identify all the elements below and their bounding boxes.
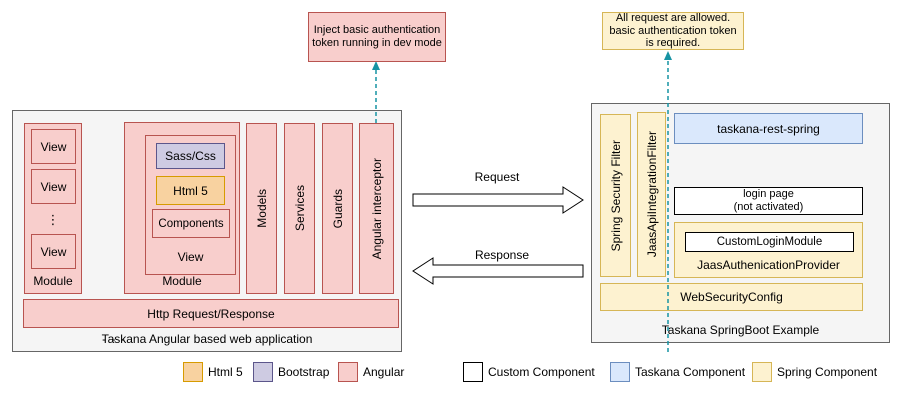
spring-security-filter-bar: Spring Security Filter [600, 114, 631, 277]
springboot-note-arrowhead [664, 51, 672, 60]
angular-module-1: View View ⋮ View Module [24, 123, 82, 294]
module-label: Module [162, 274, 202, 288]
web-security-config-box: WebSecurityConfig [600, 283, 863, 311]
taskana-component-swatch [610, 362, 630, 382]
angular-swatch [338, 362, 358, 382]
dev-mode-note: Inject basic authentication token runnin… [308, 12, 446, 62]
view-box: View [31, 234, 76, 269]
custom-component-swatch [463, 362, 483, 382]
guards-label: Guards [330, 188, 345, 229]
response-label: Response [474, 248, 530, 262]
models-label: Models [254, 189, 269, 228]
sass-css-box: Sass/Css [156, 143, 225, 169]
legend-label: Taskana Component [635, 365, 746, 379]
legend-label: Bootstrap [278, 365, 330, 379]
auth-required-note: All request are allowed. basic authentic… [602, 12, 744, 50]
view-box: View [31, 169, 76, 204]
legend-item-angular: Angular [338, 361, 404, 383]
spring-security-filter-label: Spring Security Filter [608, 139, 623, 252]
login-page-line1: login page [743, 187, 794, 200]
springboot-container: Spring Security Filter JaasApiIntegratio… [591, 103, 890, 343]
services-bar: Services [284, 123, 315, 294]
legend-item-spring: Spring Component [752, 361, 877, 383]
legend-item-taskana: Taskana Component [610, 361, 745, 383]
request-label: Request [474, 170, 520, 184]
view-box: View [31, 129, 76, 164]
html5-box: Html 5 [156, 176, 225, 205]
angular-module-2: Sass/Css Html 5 Components View Module [124, 122, 240, 294]
vertical-ellipsis: ⋮ [46, 212, 60, 227]
bootstrap-swatch [253, 362, 273, 382]
springboot-title: Taskana SpringBoot Example [661, 323, 820, 337]
taskana-rest-spring-box: taskana-rest-spring [674, 113, 863, 144]
view-container: Sass/Css Html 5 Components View [145, 135, 236, 275]
models-bar: Models [246, 123, 277, 294]
legend-label: Html 5 [208, 365, 243, 379]
view-label: View [177, 250, 204, 264]
legend-label: Angular [363, 365, 405, 379]
jaas-authentication-provider-box: CustomLoginModule JaasAuthenicationProvi… [674, 222, 863, 278]
login-page-box: login page (not activated) [674, 187, 863, 215]
angular-app-title: Taskana Angular based web application [101, 332, 313, 346]
html5-swatch [183, 362, 203, 382]
legend-item-custom: Custom Component [463, 361, 595, 383]
module-label: Module [33, 274, 73, 288]
angular-interceptor-label: Angular interceptor [369, 157, 384, 260]
login-page-line2: (not activated) [733, 201, 804, 213]
modules-separator: - - - [102, 332, 126, 346]
http-request-response-bar: Http Request/Response [23, 299, 399, 328]
legend-item-bootstrap: Bootstrap [253, 361, 329, 383]
angular-interceptor-bar: Angular interceptor [359, 123, 394, 294]
jaas-api-integration-filter-bar: JaasApiIntegrationFilter [637, 112, 666, 277]
angular-app-container: View View ⋮ View Module - - - Sass/Css H… [12, 110, 402, 352]
spring-component-swatch [752, 362, 772, 382]
legend-label: Spring Component [777, 365, 878, 379]
jaas-authentication-provider-label: JaasAuthenicationProvider [697, 258, 840, 272]
custom-login-module-box: CustomLoginModule [685, 232, 854, 252]
legend-item-html5: Html 5 [183, 361, 243, 383]
interceptor-note-arrowhead [372, 61, 380, 70]
legend-label: Custom Component [488, 365, 595, 379]
services-label: Services [292, 185, 307, 232]
guards-bar: Guards [322, 123, 353, 294]
jaas-api-integration-filter-label: JaasApiIntegrationFilter [644, 131, 659, 258]
components-box: Components [152, 209, 230, 238]
request-arrow [412, 186, 584, 214]
